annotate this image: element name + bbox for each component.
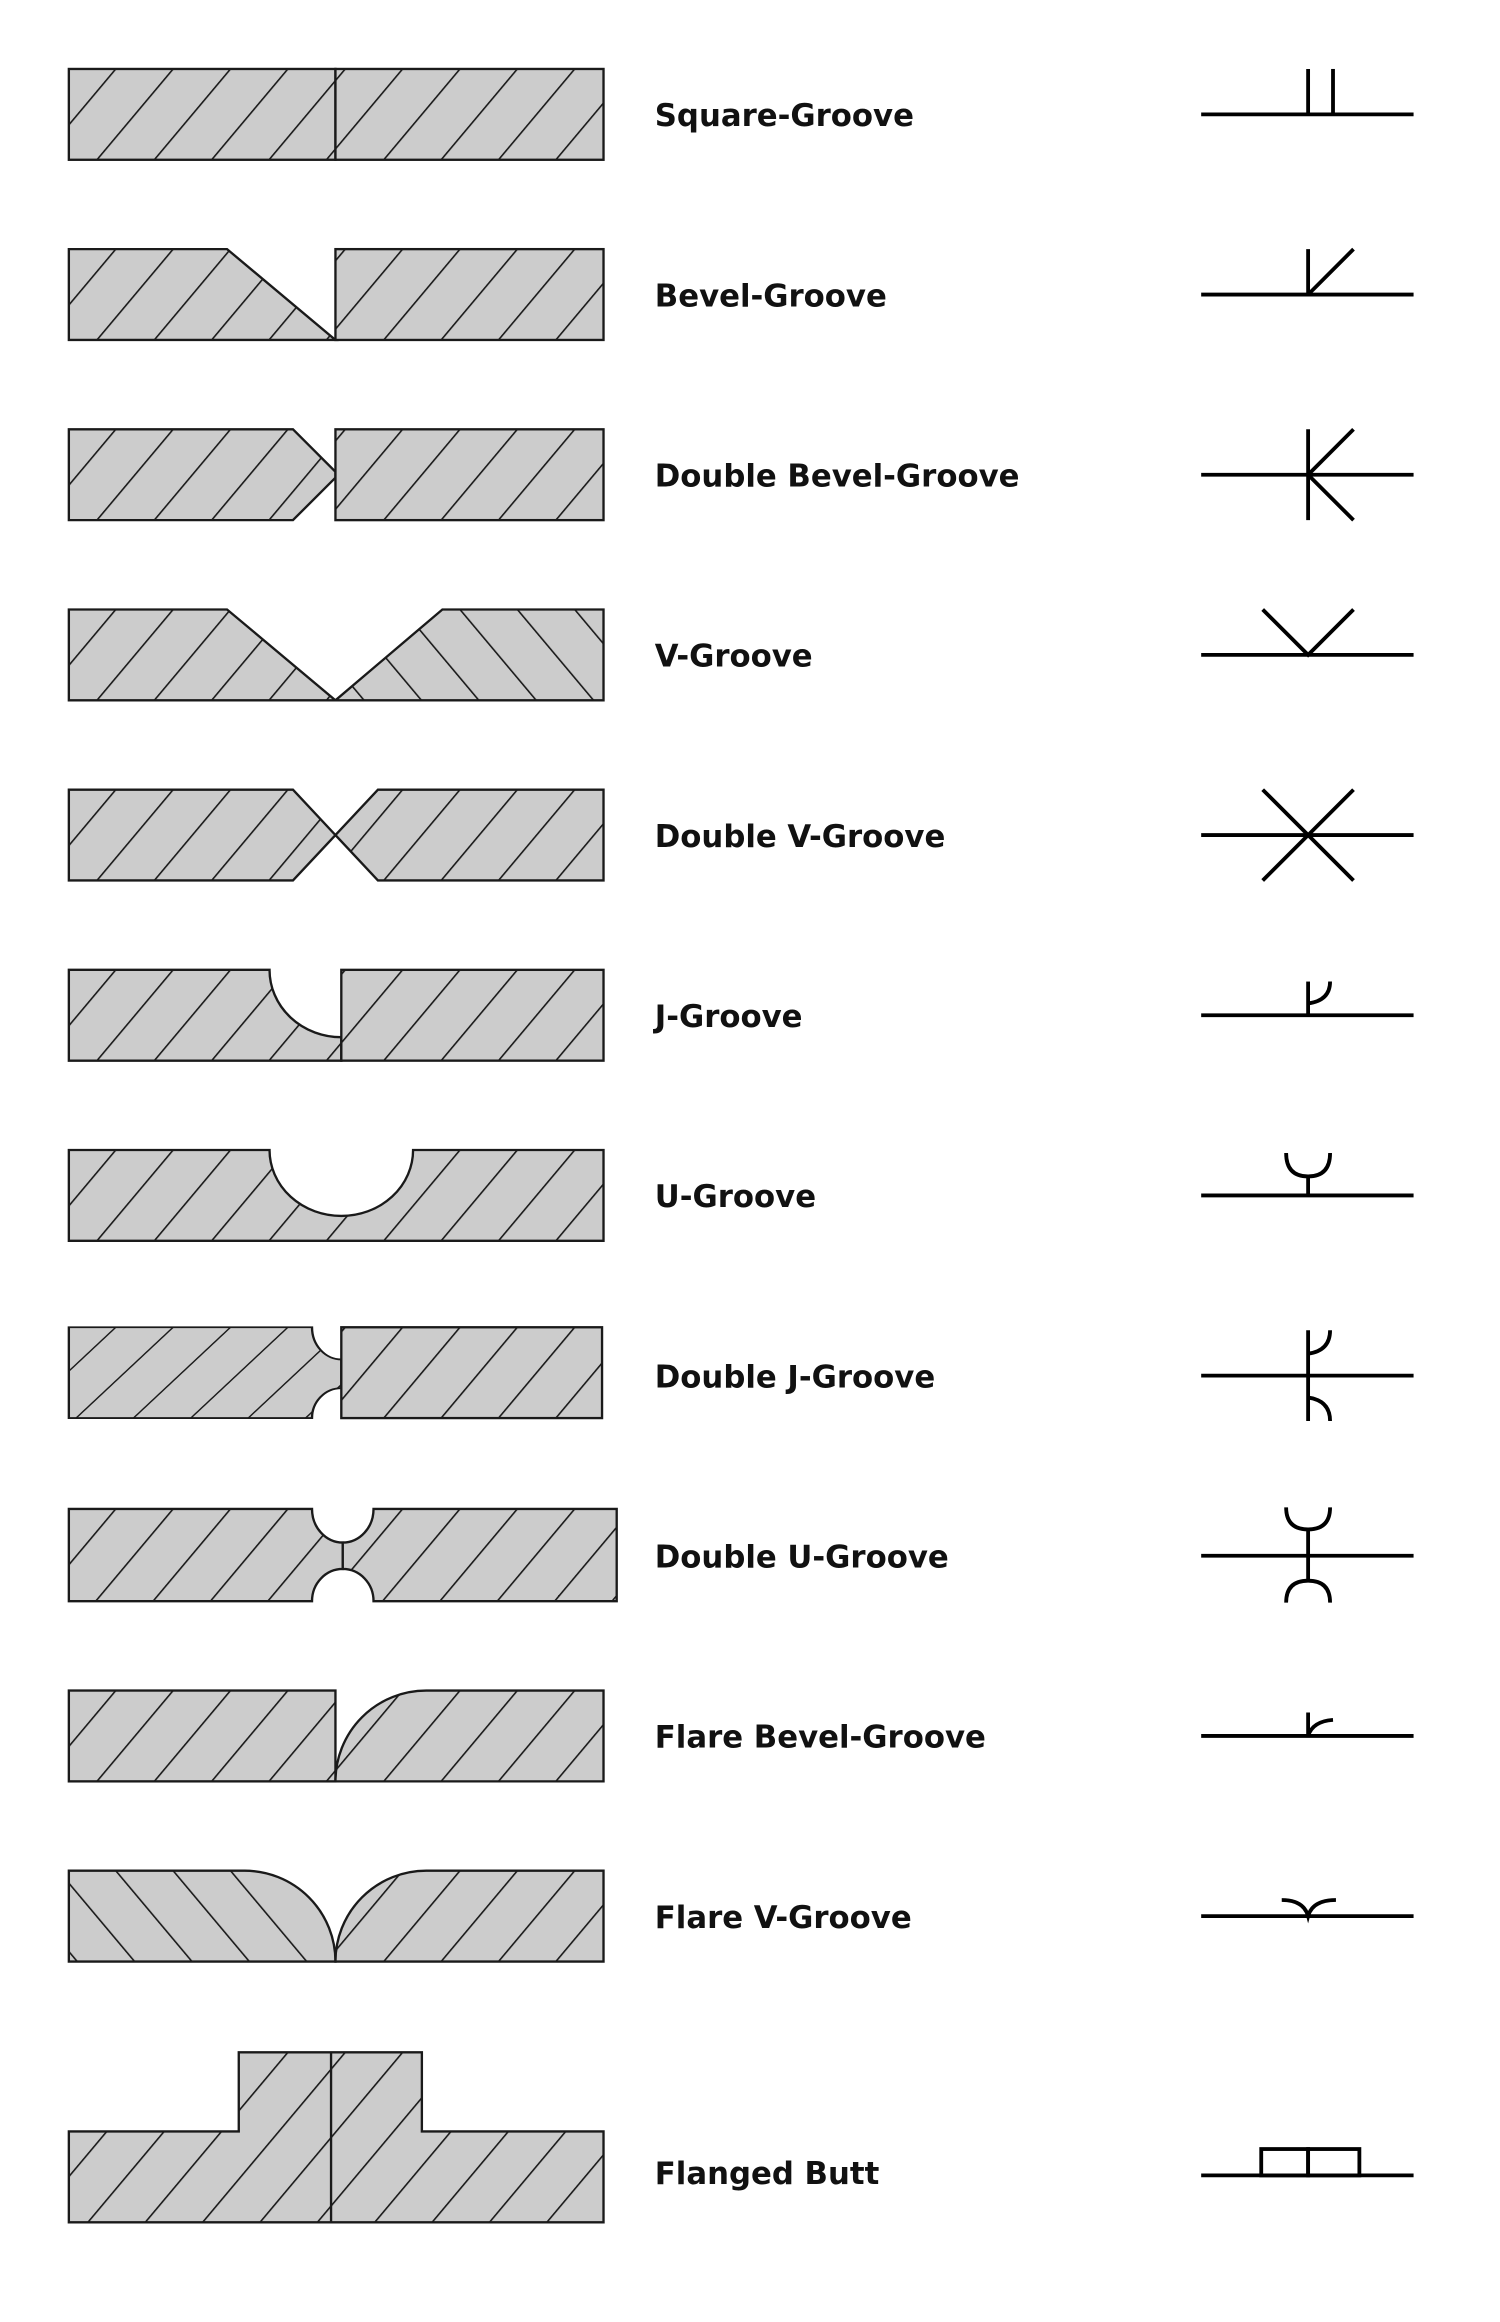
right-plate (333, 788, 605, 882)
flare-v-groove-symbol-icon (1201, 1898, 1414, 1924)
label-double-u-groove: Double U-Groove (655, 1539, 949, 1575)
left-plate (67, 67, 337, 161)
label-flanged-butt: Flanged Butt (655, 2156, 880, 2192)
row-flare-v-groove (67, 1869, 605, 1963)
row-bevel-groove (67, 247, 605, 342)
double-j-groove-symbol-icon (1201, 1330, 1414, 1422)
left-plate (67, 247, 339, 342)
left-plate (67, 1689, 337, 1783)
row-flanged-butt (67, 2051, 605, 2224)
j-groove-symbol-icon (1201, 981, 1414, 1018)
row-square-groove (67, 67, 605, 161)
row-j-groove (67, 968, 605, 1062)
left-plate (67, 428, 337, 522)
right-plate (334, 247, 605, 342)
double-bevel-groove-symbol-icon (1201, 427, 1414, 522)
right-plate (341, 1507, 618, 1603)
left-plate (67, 1869, 337, 1963)
label-bevel-groove: Bevel-Groove (655, 278, 887, 314)
label-v-groove: V-Groove (655, 639, 813, 675)
row-flare-bevel-groove (67, 1689, 605, 1783)
row-double-j-groove (67, 1326, 604, 1420)
label-double-bevel-groove: Double Bevel-Groove (655, 458, 1020, 494)
right-plate (334, 1869, 605, 1963)
double-u-groove-symbol-icon (1201, 1507, 1414, 1603)
bevel-groove-symbol-icon (1201, 247, 1414, 297)
row-double-v-groove (67, 788, 605, 882)
right-plate (340, 968, 605, 1062)
right-plate (340, 1326, 604, 1420)
label-square-groove: Square-Groove (655, 98, 914, 134)
double-v-groove-symbol-icon (1201, 788, 1414, 882)
flare-bevel-groove-symbol-icon (1201, 1712, 1414, 1738)
plate (67, 2051, 605, 2224)
label-j-groove: J-Groove (653, 999, 803, 1035)
row-u-groove (67, 1148, 605, 1243)
row-double-bevel-groove (67, 428, 605, 522)
u-groove-symbol-icon (1201, 1152, 1414, 1198)
left-plate (67, 968, 343, 1062)
left-plate (67, 1326, 343, 1420)
square-groove-symbol-icon (1201, 68, 1414, 117)
plate (67, 1148, 605, 1243)
left-plate (67, 1507, 344, 1603)
label-flare-v-groove: Flare V-Groove (655, 1900, 912, 1936)
label-double-v-groove: Double V-Groove (655, 819, 946, 855)
flanged-butt-symbol-icon (1201, 2147, 1414, 2178)
right-plate (334, 428, 605, 522)
right-plate (334, 67, 605, 161)
label-flare-bevel-groove: Flare Bevel-Groove (655, 1720, 986, 1756)
label-u-groove: U-Groove (655, 1179, 816, 1215)
left-plate (67, 788, 338, 882)
right-plate (332, 608, 605, 702)
right-plate (334, 1689, 605, 1783)
v-groove-symbol-icon (1201, 608, 1414, 658)
row-v-groove (67, 608, 605, 702)
label-double-j-groove: Double J-Groove (655, 1359, 935, 1395)
left-plate (67, 608, 339, 702)
row-double-u-groove (67, 1507, 618, 1603)
